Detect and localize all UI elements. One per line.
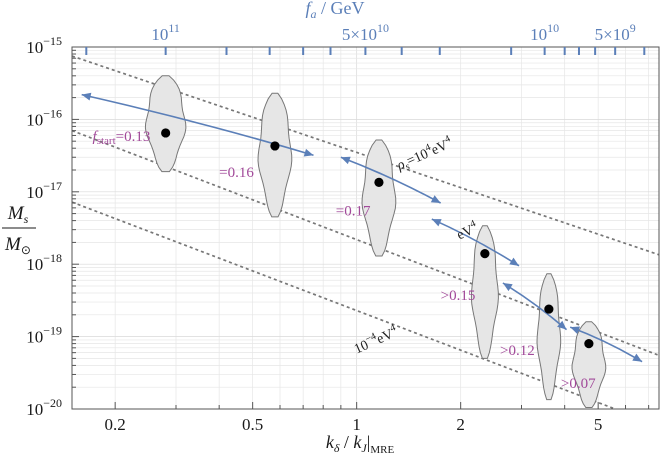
y-tick-label: 10−16: [26, 106, 62, 129]
arrow-head: [632, 353, 643, 362]
violin: [257, 92, 293, 218]
violin: [571, 321, 607, 408]
x-axis-title: kδ / kJ|MRE: [326, 432, 395, 456]
fstart-label: =0.17: [336, 204, 371, 220]
data-point: [270, 141, 280, 151]
violin: [536, 273, 562, 401]
points: [161, 128, 594, 349]
arrow-head: [430, 195, 441, 204]
grid: [72, 47, 659, 410]
axes: 0.2 0.5 1 2 5 10−20 10−19 10−18 10−17 10−16 10−15 1…: [26, 21, 650, 434]
fstart-label: >0.15: [441, 288, 476, 304]
data-point: [374, 177, 384, 187]
top-tick-label: 5×109: [595, 21, 636, 44]
arrow-head: [502, 282, 513, 292]
fstart-label: >0.12: [500, 343, 535, 359]
arrow-head: [557, 320, 567, 330]
svg-text:Ms: Ms: [7, 203, 29, 226]
violin: [470, 225, 499, 359]
violin: [361, 139, 397, 257]
fstart-label: fstart=0.13: [93, 129, 151, 147]
density-line: [72, 201, 616, 409]
arrow-head: [340, 156, 351, 165]
data-point: [544, 304, 554, 314]
top-tick-label: 1011: [151, 21, 180, 44]
arrow-head: [570, 326, 581, 335]
x-tick-label: 2: [456, 415, 465, 434]
density-label: eV4: [454, 218, 481, 243]
violin: [144, 75, 187, 173]
arrow-head: [509, 257, 519, 266]
x-tick-label: 5: [594, 415, 603, 434]
arrow-head: [81, 92, 92, 101]
y-tick-label: 10−17: [26, 179, 62, 202]
y-tick-label: 10−15: [26, 34, 62, 57]
density-label: ρs=104eV4: [393, 133, 456, 176]
arrow-head: [431, 219, 442, 227]
svg-text:M⊙: M⊙: [4, 234, 31, 257]
arrow-line: [340, 156, 442, 204]
arrow-line: [81, 93, 314, 156]
top-axis-title: fa / GeV: [305, 0, 364, 21]
top-tick-label: 5×1010: [342, 21, 389, 44]
violins: [144, 75, 607, 408]
arrow-head: [303, 148, 314, 157]
data-point: [480, 249, 490, 259]
x-tick-label: 0.5: [242, 415, 263, 434]
y-tick-label: 10−18: [26, 251, 62, 274]
data-point: [161, 128, 171, 138]
fstart-label: >0.07: [561, 376, 596, 392]
density-label: 10−4eV4: [351, 322, 400, 357]
arrow-line: [431, 218, 520, 267]
arrows: [81, 92, 643, 363]
x-tick-label: 0.2: [105, 415, 126, 434]
y-tick-label: 10−20: [26, 396, 62, 419]
y-tick-label: 10−19: [26, 324, 62, 347]
x-tick-label: 1: [352, 415, 361, 434]
fstart-label: =0.16: [219, 165, 254, 181]
top-tick-label: 1010: [530, 21, 559, 44]
data-point: [584, 339, 594, 349]
y-axis-title: Ms M⊙: [2, 203, 36, 257]
annotations: fstart=0.13 =0.16 =0.17 >0.15 >0.12 >0.07 ρs=1…: [93, 129, 597, 392]
